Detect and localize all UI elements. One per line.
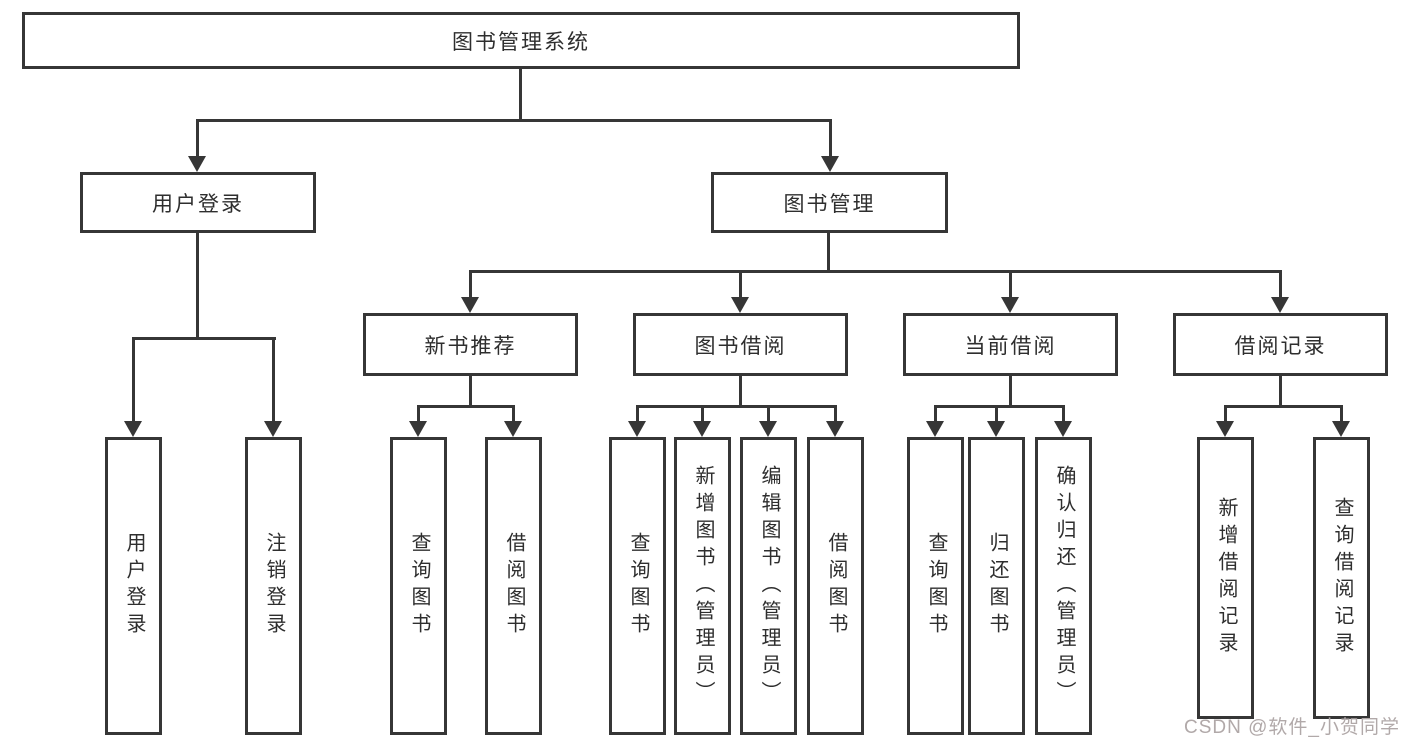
leaf-query-books-rec: 查询图书 [390, 437, 447, 735]
node-book-management: 图书管理 [711, 172, 948, 233]
arrowhead-icon [1216, 421, 1234, 437]
leaf-return-books: 归还图书 [968, 437, 1025, 735]
arrowhead-icon [1332, 421, 1350, 437]
connector-to-leaf-login [132, 337, 135, 422]
arrowhead-borrow-records-icon [1271, 297, 1289, 313]
connector-leaf [512, 405, 515, 423]
arrowhead-leaf-logout-icon [264, 421, 282, 437]
connector-to-borrow-records [1279, 270, 1282, 299]
connector-book-mgmt-split [469, 270, 1282, 273]
connector-leaf [1224, 405, 1227, 423]
connector-leaf [701, 405, 704, 423]
connector-new-book-rec-split [417, 405, 515, 408]
arrowhead-icon [987, 421, 1005, 437]
leaf-add-borrow-record: 新增借阅记录 [1197, 437, 1254, 719]
connector-to-book-borrow [739, 270, 742, 299]
arrowhead-icon [826, 421, 844, 437]
leaf-confirm-return-admin: 确认归还（管理员） [1035, 437, 1092, 735]
connector-leaf [767, 405, 770, 423]
leaf-logout: 注销登录 [245, 437, 302, 735]
node-library-management-system: 图书管理系统 [22, 12, 1020, 69]
leaf-edit-books-admin: 编辑图书（管理员） [740, 437, 797, 735]
arrowhead-icon [628, 421, 646, 437]
arrowhead-icon [409, 421, 427, 437]
node-new-book-recommend: 新书推荐 [363, 313, 578, 376]
connector-leaf [934, 405, 937, 423]
leaf-add-books-admin: 新增图书（管理员） [674, 437, 731, 735]
connector-to-new-book-rec [469, 270, 472, 299]
leaf-query-books-current: 查询图书 [907, 437, 964, 735]
leaf-user-login: 用户登录 [105, 437, 162, 735]
arrowhead-book-mgmt-icon [821, 156, 839, 172]
connector-leaf [417, 405, 420, 423]
arrowhead-current-borrow-icon [1001, 297, 1019, 313]
node-user-login: 用户登录 [80, 172, 316, 233]
connector-book-borrow-stem [739, 376, 742, 407]
connector-borrow-records-split [1224, 405, 1342, 408]
arrowhead-icon [693, 421, 711, 437]
arrowhead-icon [759, 421, 777, 437]
connector-current-borrow-split [934, 405, 1064, 408]
arrowhead-icon [926, 421, 944, 437]
node-book-borrowing: 图书借阅 [633, 313, 848, 376]
connector-leaf [995, 405, 998, 423]
connector-to-leaf-logout [272, 337, 275, 422]
connector-to-user-login [196, 119, 199, 157]
connector-to-book-mgmt [829, 119, 832, 157]
leaf-borrow-books: 借阅图书 [807, 437, 864, 735]
connector-leaf [636, 405, 639, 423]
arrowhead-user-login-icon [188, 156, 206, 172]
arrowhead-leaf-login-icon [124, 421, 142, 437]
node-current-borrowing: 当前借阅 [903, 313, 1118, 376]
connector-book-borrow-split [636, 405, 836, 408]
connector-root-split [196, 119, 832, 122]
connector-leaf [1062, 405, 1065, 423]
connector-borrow-records-stem [1279, 376, 1282, 407]
connector-leaf [1340, 405, 1343, 423]
connector-current-borrow-stem [1009, 376, 1012, 407]
connector-to-current-borrow [1009, 270, 1012, 299]
arrowhead-icon [504, 421, 522, 437]
arrowhead-book-borrow-icon [731, 297, 749, 313]
arrowhead-icon [1054, 421, 1072, 437]
node-borrow-records: 借阅记录 [1173, 313, 1388, 376]
connector-user-login-split [132, 337, 276, 340]
connector-leaf [834, 405, 837, 423]
csdn-watermark: CSDN @软件_小贺同学 [1184, 717, 1400, 738]
connector-user-login-stem [196, 232, 199, 340]
connector-root-stem [519, 68, 522, 120]
leaf-borrow-books-rec: 借阅图书 [485, 437, 542, 735]
connector-new-book-rec-stem [469, 376, 472, 407]
arrowhead-new-book-rec-icon [461, 297, 479, 313]
connector-book-mgmt-stem [827, 233, 830, 273]
leaf-query-books-borrow: 查询图书 [609, 437, 666, 735]
leaf-query-borrow-record: 查询借阅记录 [1313, 437, 1370, 719]
